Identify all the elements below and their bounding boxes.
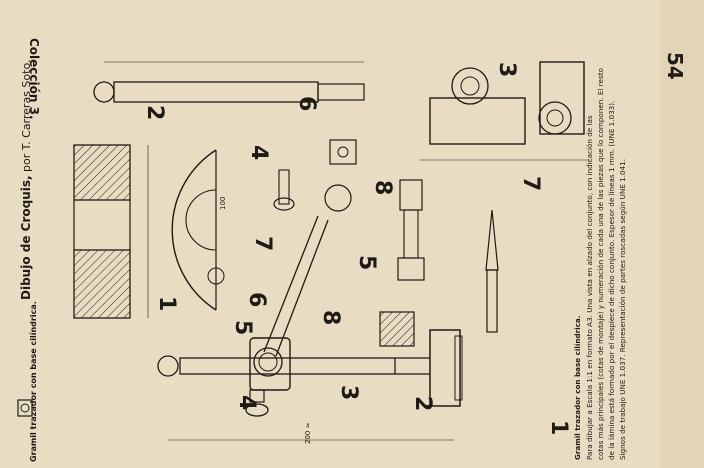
part-5: 5 <box>230 320 255 335</box>
part-7: 7 <box>250 236 275 251</box>
part-2b: 2 <box>410 396 435 411</box>
square-part-view <box>329 139 357 165</box>
needle-7-view <box>485 209 499 333</box>
part-2: 2 <box>142 105 167 120</box>
dim-200: 200 ≈ <box>304 422 312 444</box>
description-line-3: de la lámina está formado por el despiec… <box>607 101 616 460</box>
series-title: Colección 3. <box>27 38 41 120</box>
publisher-logo <box>17 399 33 417</box>
screw-8-view <box>397 179 425 281</box>
description-line-1: Para dibujar a Escala 1:1 en formato A3.… <box>585 115 594 460</box>
part-5b: 5 <box>354 255 379 270</box>
rod-view <box>93 61 365 103</box>
base-plate-view <box>171 149 225 311</box>
part-1b: 1 <box>546 420 571 435</box>
assembly-view: 200 ≈ 100 <box>157 184 463 444</box>
part-3b: 3 <box>494 62 519 77</box>
part-1: 1 <box>154 296 179 311</box>
section-view <box>73 144 149 319</box>
description-block: Gramil trazador con base cilíndrica. <box>29 301 38 462</box>
part-3: 3 <box>336 385 361 400</box>
part-numbers: 1 2 2 3 3 4 4 5 5 6 6 7 7 8 8 1 <box>142 62 571 435</box>
part-6b: 6 <box>294 96 319 111</box>
description-heading: Gramil trazador con base cilíndrica. <box>573 316 582 460</box>
description-line-2: cotas más principales (cotas de montaje)… <box>596 68 605 460</box>
part-4: 4 <box>234 395 259 410</box>
part-8b: 8 <box>370 180 395 195</box>
description-line-4: Signos de trabajo UNE 1.037. Representac… <box>618 159 627 460</box>
screw-4-view <box>273 169 295 211</box>
part-4b: 4 <box>246 145 271 160</box>
description-title: Gramil trazador con base cilíndrica. <box>29 301 38 462</box>
part-6: 6 <box>244 292 269 307</box>
page-number: 54 <box>663 52 687 80</box>
nut-5-view <box>379 311 415 347</box>
book-title: Dibujo de Croquis, <box>19 175 33 300</box>
author: por T. Carreras Soto. <box>20 60 33 173</box>
description-text: Gramil trazador con base cilíndrica. Par… <box>573 68 627 460</box>
part-7b: 7 <box>518 176 543 191</box>
part-8: 8 <box>318 310 343 325</box>
dim-100: 100 <box>219 197 227 210</box>
clamp-views <box>420 61 590 161</box>
